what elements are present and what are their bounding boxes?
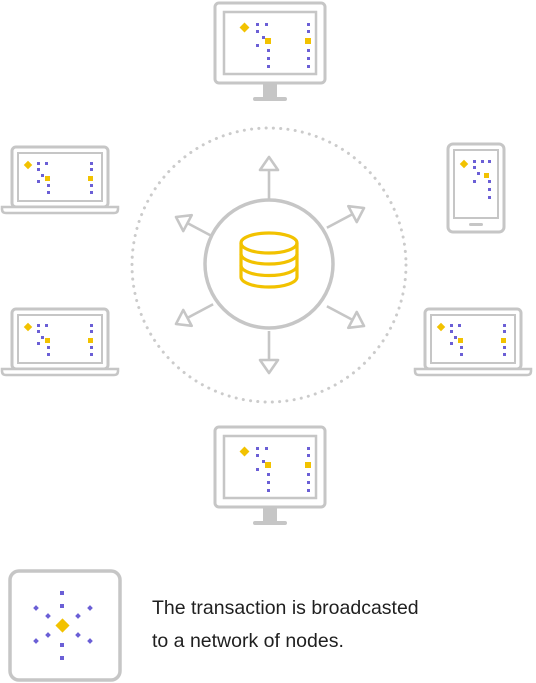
caption: The transaction is broadcasted to a netw… (152, 592, 522, 658)
arrow-down-left (170, 295, 219, 334)
tablet-right (446, 142, 506, 234)
laptop-lower-left (0, 307, 120, 377)
desktop-top (213, 1, 327, 103)
desktop-bottom (213, 425, 327, 527)
caption-line-1: The transaction is broadcasted (152, 597, 419, 619)
broadcast-icon (8, 569, 122, 682)
caption-line-2: to a network of nodes. (152, 630, 344, 652)
arrow-up (258, 155, 280, 201)
arrow-down (258, 329, 280, 375)
network-ring (130, 126, 408, 404)
arrow-up-right (321, 198, 370, 237)
laptop-upper-left (0, 145, 120, 215)
database-icon (239, 231, 299, 289)
laptop-lower-right (413, 307, 533, 377)
arrow-down-right (321, 297, 370, 336)
